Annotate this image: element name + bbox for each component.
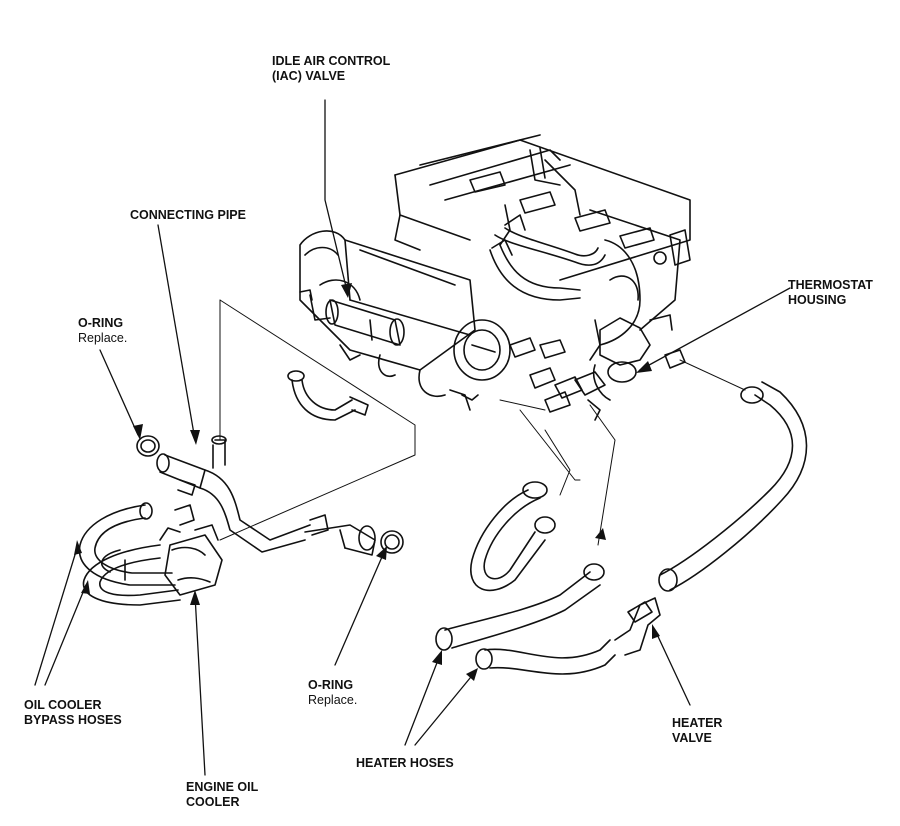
callout-o-ring-left: O-RING Replace. xyxy=(78,316,127,346)
callout-engine-oil-cooler-line1: ENGINE OIL xyxy=(186,780,259,794)
callout-iac-valve-line1: IDLE AIR CONTROL xyxy=(272,54,391,68)
callout-bypass-hoses-line2: BYPASS HOSES xyxy=(24,713,122,727)
callout-heater-hoses-line1: HEATER HOSES xyxy=(356,756,454,770)
callout-o-ring-right: O-RING Replace. xyxy=(308,678,357,708)
connecting-pipe-drawing xyxy=(156,435,376,556)
callout-oil-cooler-bypass-hoses: OIL COOLER BYPASS HOSES xyxy=(24,698,122,728)
callout-o-ring-right-note: Replace. xyxy=(308,693,358,707)
callout-connecting-pipe-line1: CONNECTING PIPE xyxy=(130,208,246,222)
upper-bypass-hose-drawing xyxy=(489,214,606,301)
callout-o-ring-right-line1: O-RING xyxy=(308,678,354,692)
callout-engine-oil-cooler: ENGINE OIL COOLER xyxy=(186,780,258,810)
heater-hoses-drawing xyxy=(435,381,808,675)
iac-valve-drawing xyxy=(299,289,405,346)
callout-heater-valve-line1: HEATER xyxy=(672,716,723,730)
leader-lines xyxy=(34,99,791,776)
callout-engine-oil-cooler-line2: COOLER xyxy=(186,795,240,809)
oil-cooler-drawing xyxy=(159,504,223,596)
callout-iac-valve-line2: (IAC) VALVE xyxy=(272,69,346,83)
callout-o-ring-left-note: Replace. xyxy=(78,331,128,345)
small-hose-drawing xyxy=(287,370,369,421)
callout-heater-valve-line2: VALVE xyxy=(672,731,712,745)
bypass-hoses-drawing xyxy=(78,502,181,606)
callout-bypass-hoses-line1: OIL COOLER xyxy=(24,698,102,712)
thermostat-housing-drawing xyxy=(509,314,686,421)
callout-connecting-pipe: CONNECTING PIPE xyxy=(130,208,246,223)
callout-thermostat-housing: THERMOSTAT HOUSING xyxy=(788,278,873,308)
callout-iac-valve: IDLE AIR CONTROL (IAC) VALVE xyxy=(272,54,390,84)
intake-plenum-drawing xyxy=(299,230,511,411)
callout-heater-valve: HEATER VALVE xyxy=(672,716,722,746)
callout-heater-hoses: HEATER HOSES xyxy=(356,756,454,771)
o-ring-drawings xyxy=(136,435,404,554)
arrowheads xyxy=(74,283,660,681)
callout-thermostat-housing-line1: THERMOSTAT xyxy=(788,278,873,292)
callout-o-ring-left-line1: O-RING xyxy=(78,316,124,330)
alignment-lines xyxy=(219,299,746,546)
callout-thermostat-housing-line2: HOUSING xyxy=(788,293,847,307)
